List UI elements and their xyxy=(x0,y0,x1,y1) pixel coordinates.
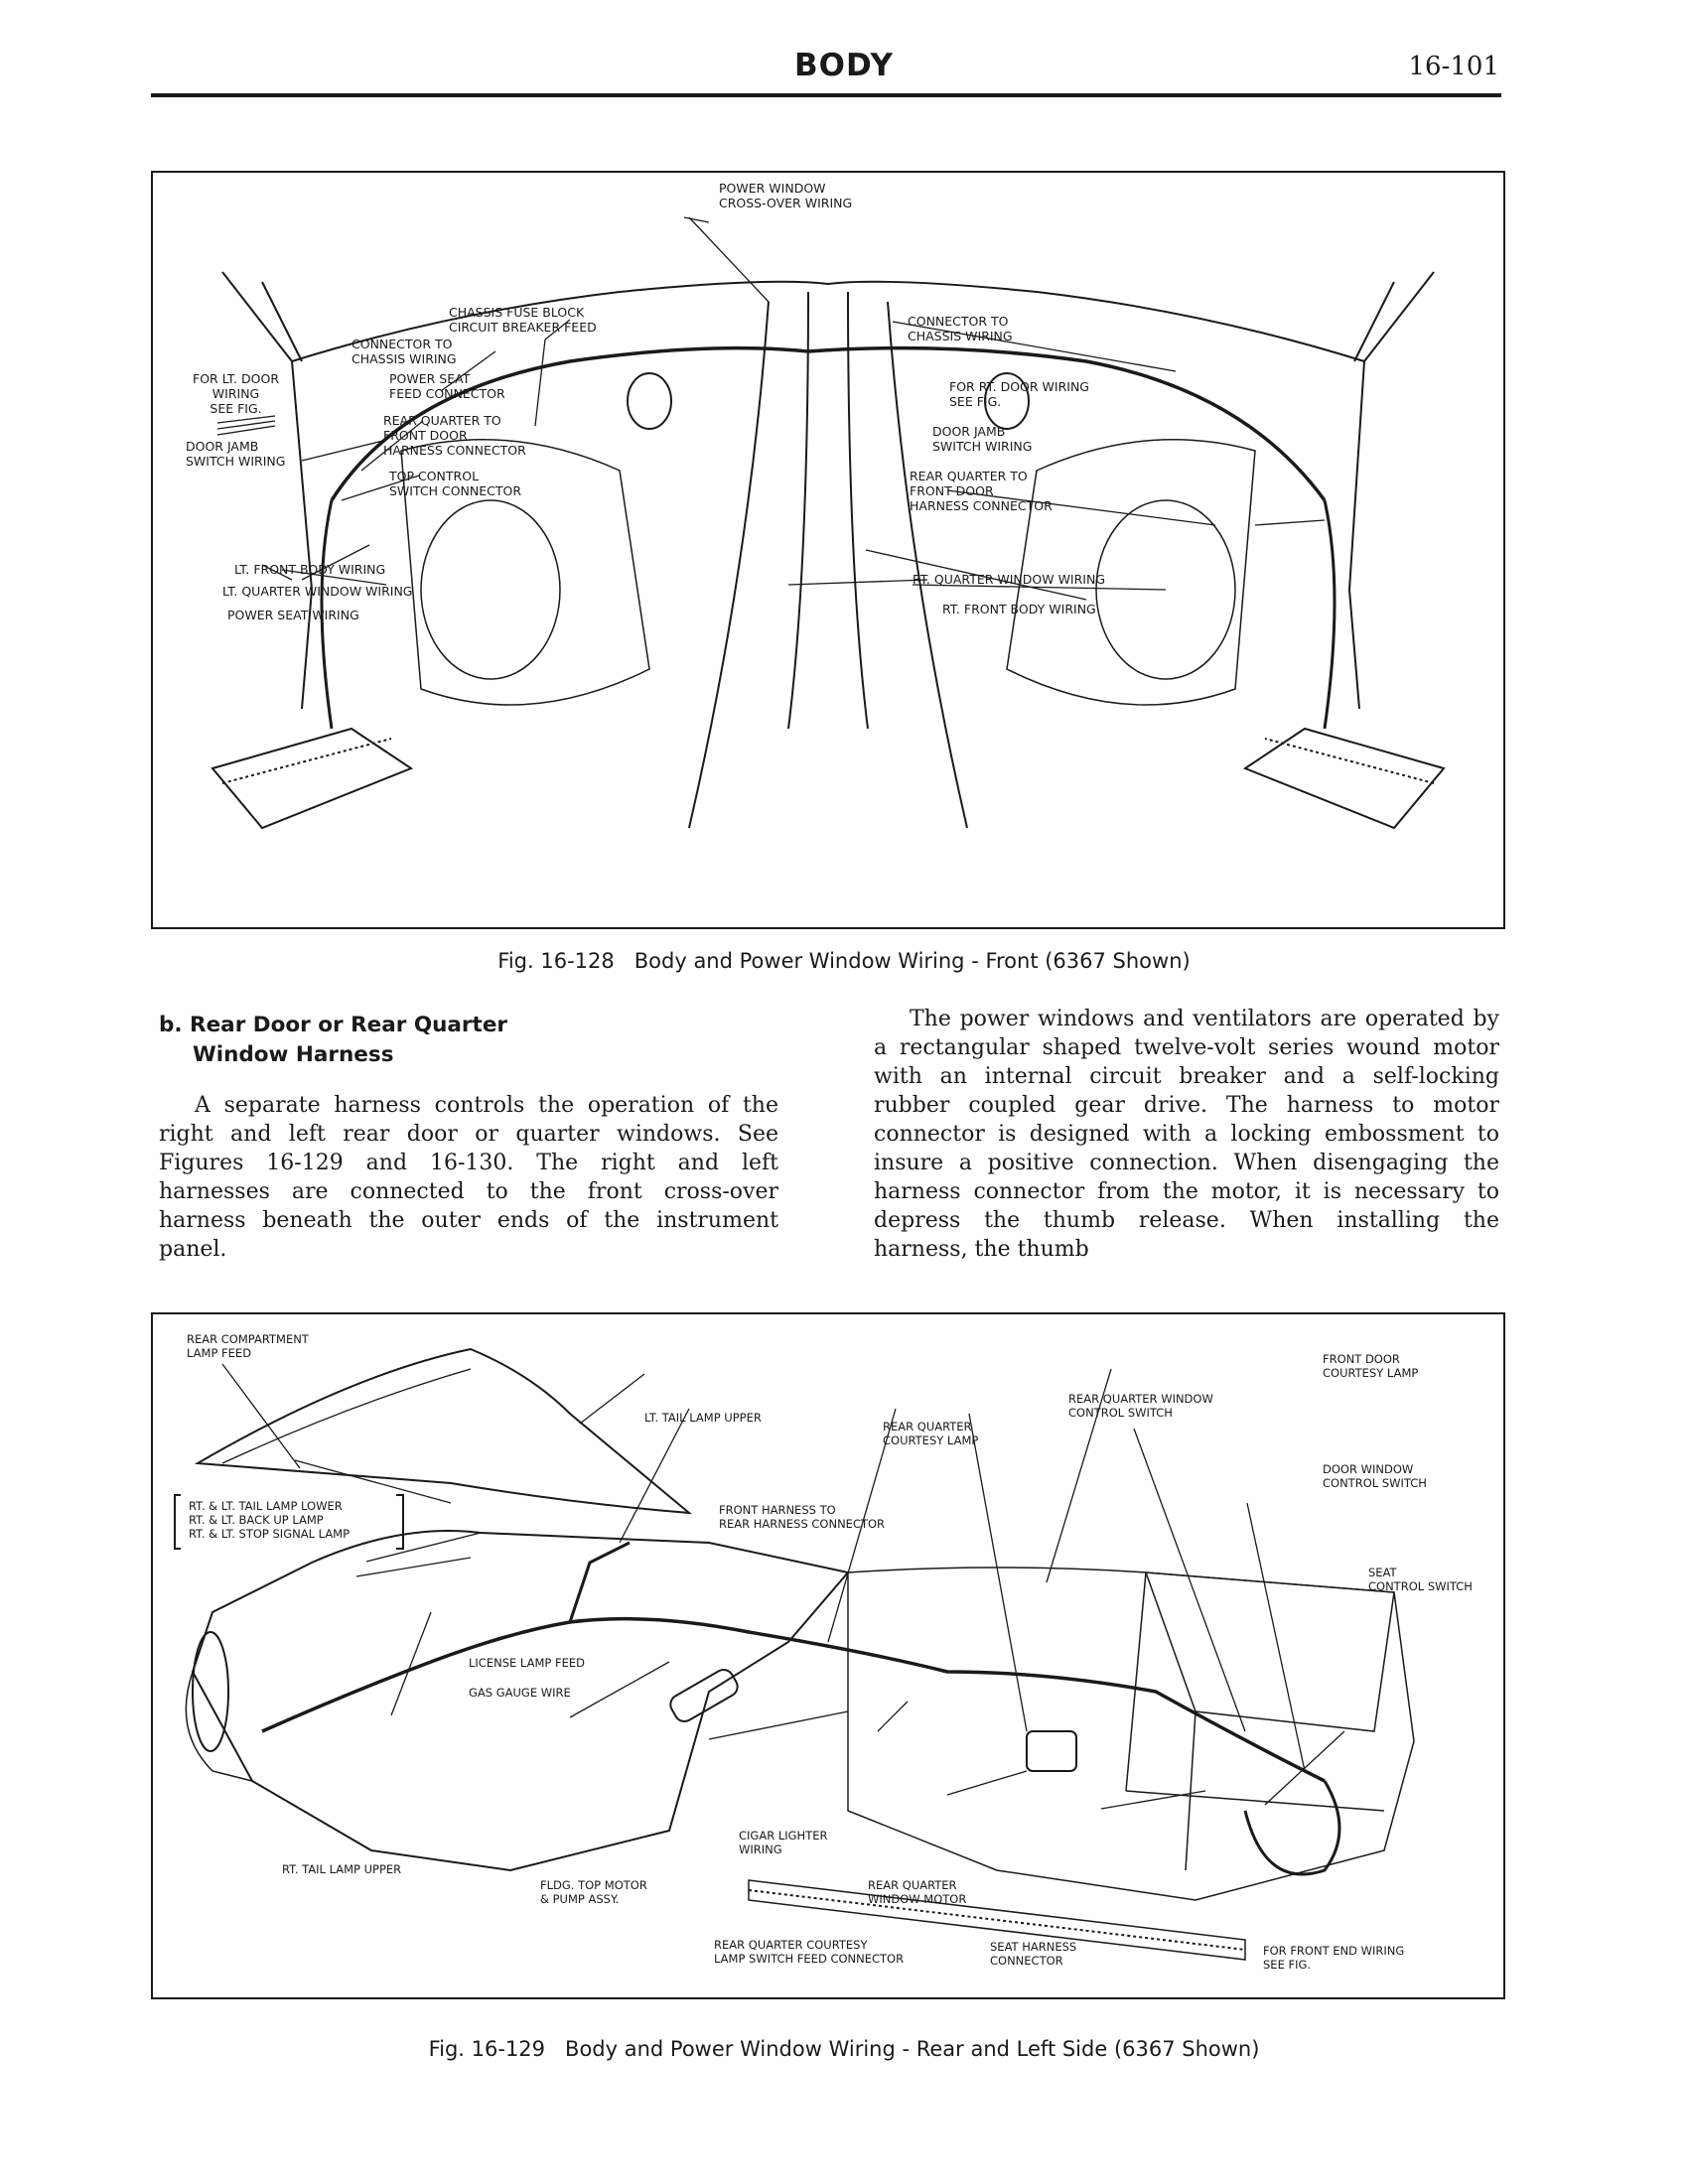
front-wiring-illustration xyxy=(211,216,1446,830)
figure2-caption: Fig. 16-129 Body and Power Window Wiring… xyxy=(428,2037,1260,2061)
label-lt-front-body-wiring: LT. FRONT BODY WIRING xyxy=(234,562,386,577)
label-gas-gauge-wire: GAS GAUGE WIRE xyxy=(469,1686,571,1700)
label-license-lamp-feed: LICENSE LAMP FEED xyxy=(469,1656,585,1670)
label-lt-tail-lamp-upper: LT. TAIL LAMP UPPER xyxy=(644,1411,762,1425)
section-heading-line2: Window Harness xyxy=(193,1042,394,1067)
label-power-seat-wiring: POWER SEAT WIRING xyxy=(227,608,359,622)
label-front-door-courtesy-lamp: FRONT DOOR COURTESY LAMP xyxy=(1323,1352,1419,1380)
label-rear-quarter-front-door-left: REAR QUARTER TO FRONT DOOR HARNESS CONNE… xyxy=(383,413,526,458)
label-seat-control-switch: SEAT CONTROL SWITCH xyxy=(1368,1566,1473,1593)
label-chassis-fuse-block: CHASSIS FUSE BLOCK CIRCUIT BREAKER FEED xyxy=(449,305,597,335)
header-rule xyxy=(151,93,1501,97)
label-rt-tail-lamp-upper: RT. TAIL LAMP UPPER xyxy=(282,1862,402,1876)
label-front-harness-rear-connector: FRONT HARNESS TO REAR HARNESS CONNECTOR xyxy=(719,1503,886,1531)
label-lt-door-wiring: FOR LT. DOOR WIRING SEE FIG. xyxy=(193,371,280,416)
label-seat-harness-connector: SEAT HARNESS CONNECTOR xyxy=(990,1940,1077,1968)
label-lt-quarter-window-wiring: LT. QUARTER WINDOW WIRING xyxy=(222,584,413,599)
right-paragraph: The power windows and ventilators are op… xyxy=(874,1007,1499,1262)
label-fldg-top-motor: FLDG. TOP MOTOR & PUMP ASSY. xyxy=(540,1878,647,1906)
label-rear-quarter-courtesy-switch-feed: REAR QUARTER COURTESY LAMP SWITCH FEED C… xyxy=(714,1938,905,1966)
section-heading: b. Rear Door or Rear Quarter Window Harn… xyxy=(159,1011,774,1070)
label-rear-quarter-courtesy-lamp: REAR QUARTER COURTESY LAMP xyxy=(883,1420,979,1447)
label-connector-chassis-right: CONNECTOR TO CHASSIS WIRING xyxy=(908,314,1013,343)
label-rt-quarter-window-wiring: RT. QUARTER WINDOW WIRING xyxy=(913,572,1106,587)
label-front-end-wiring: FOR FRONT END WIRING SEE FIG. xyxy=(1263,1944,1405,1972)
figure-rear-wiring: REAR COMPARTMENT LAMP FEED LT. TAIL LAMP… xyxy=(151,1312,1505,1999)
label-tail-back-stop-lamps: RT. & LT. TAIL LAMP LOWER RT. & LT. BACK… xyxy=(189,1499,351,1541)
label-top-control-switch: TOP CONTROL SWITCH CONNECTOR xyxy=(389,469,522,498)
section-heading-line1: b. Rear Door or Rear Quarter xyxy=(159,1013,508,1037)
label-rear-quarter-window-motor: REAR QUARTER WINDOW MOTOR xyxy=(868,1878,967,1906)
left-paragraph: A separate harness controls the operatio… xyxy=(159,1093,778,1262)
label-rear-quarter-front-door-right: REAR QUARTER TO FRONT DOOR HARNESS CONNE… xyxy=(910,469,1053,513)
label-power-seat-feed: POWER SEAT FEED CONNECTOR xyxy=(389,371,505,401)
label-power-window-crossover: POWER WINDOW CROSS-OVER WIRING xyxy=(719,181,853,210)
label-door-jamb-left: DOOR JAMB SWITCH WIRING xyxy=(186,439,286,469)
label-door-window-control-switch: DOOR WINDOW CONTROL SWITCH xyxy=(1323,1462,1427,1490)
label-rear-quarter-window-control-switch: REAR QUARTER WINDOW CONTROL SWITCH xyxy=(1068,1392,1213,1420)
figure1-caption: Fig. 16-128 Body and Power Window Wiring… xyxy=(497,949,1191,973)
label-rear-compartment-lamp-feed: REAR COMPARTMENT LAMP FEED xyxy=(187,1332,309,1360)
page-number: 16-101 xyxy=(1408,52,1500,81)
label-cigar-lighter-wiring: CIGAR LIGHTER WIRING xyxy=(739,1829,828,1856)
label-rt-front-body-wiring: RT. FRONT BODY WIRING xyxy=(942,602,1096,616)
page-header-title: BODY xyxy=(794,48,894,83)
rear-wiring-illustration xyxy=(174,1347,1415,1961)
label-rt-door-wiring: FOR RT. DOOR WIRING SEE FIG. xyxy=(949,379,1089,409)
figure-front-wiring: POWER WINDOW CROSS-OVER WIRING CHASSIS F… xyxy=(151,171,1505,929)
label-door-jamb-right: DOOR JAMB SWITCH WIRING xyxy=(932,424,1033,454)
label-connector-chassis-left: CONNECTOR TO CHASSIS WIRING xyxy=(352,337,457,366)
